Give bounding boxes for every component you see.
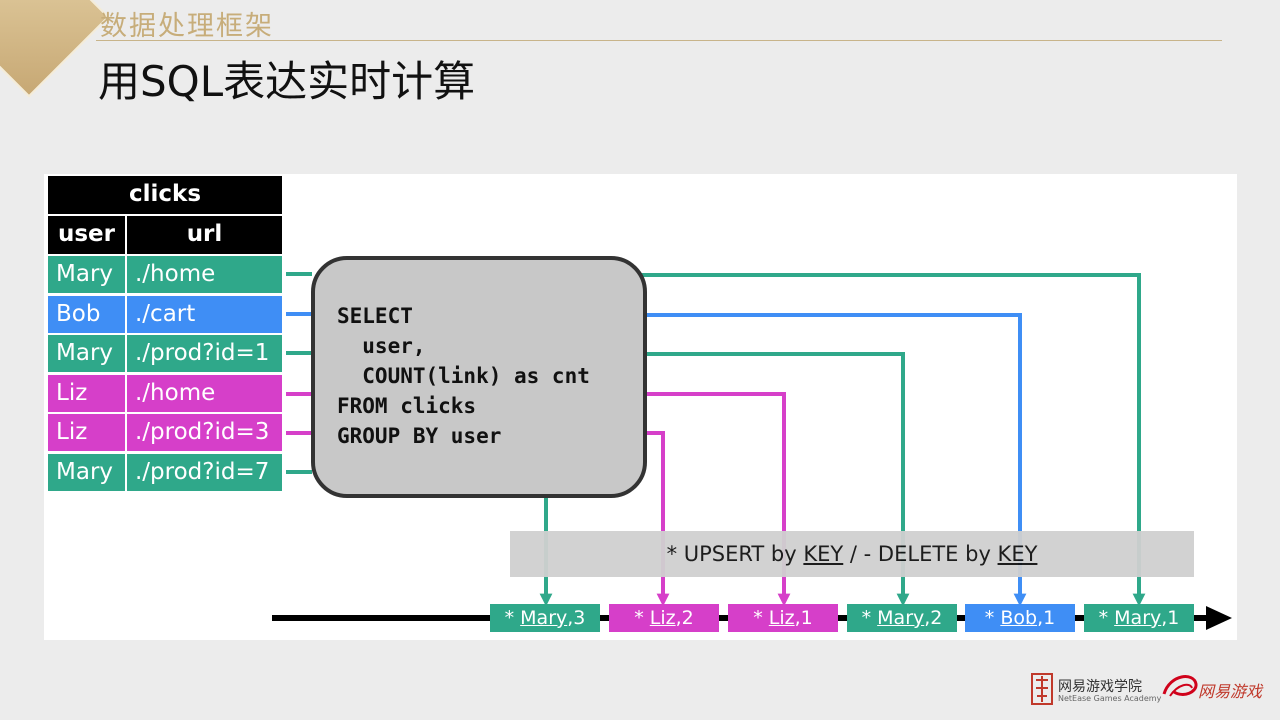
- table-cell-url: ./prod?id=1: [127, 335, 282, 373]
- brand-name: 网易游戏: [1198, 682, 1263, 701]
- slide-title: 用SQL表达实时计算: [98, 57, 476, 106]
- result-prefix: *: [984, 607, 1001, 629]
- table-cell-user: Liz: [48, 374, 125, 412]
- table-cell-user: Bob: [48, 295, 125, 333]
- result-box: * Liz,2: [609, 604, 719, 632]
- result-box: * Mary,1: [1084, 604, 1194, 632]
- table-cell-url: ./prod?id=7: [127, 454, 282, 491]
- result-value: ,3: [567, 607, 586, 629]
- result-prefix: *: [1098, 607, 1115, 629]
- result-prefix: *: [634, 607, 650, 629]
- table-cell-url: ./home: [127, 256, 282, 293]
- table-name-header: clicks: [48, 176, 282, 214]
- result-box: * Liz,1: [728, 604, 838, 632]
- sql-line: SELECT: [337, 304, 413, 328]
- sql-line: user,: [337, 334, 426, 358]
- section-subtitle: 数据处理框架: [100, 11, 274, 42]
- output-line-mary-1: [632, 273, 1146, 607]
- output-line-mary-2: [640, 352, 910, 607]
- academy-seal-icon: [1031, 673, 1053, 705]
- result-key: Liz: [649, 607, 676, 629]
- column-header-url: url: [127, 216, 282, 254]
- result-key: Liz: [768, 607, 795, 629]
- result-value: ,2: [924, 607, 943, 629]
- banner-key-1: KEY: [803, 542, 844, 566]
- result-key: Mary: [877, 607, 925, 629]
- table-cell-url: ./prod?id=3: [127, 414, 282, 452]
- result-box: * Mary,2: [847, 604, 957, 632]
- result-prefix: *: [753, 607, 769, 629]
- academy-name: 网易游戏学院: [1058, 679, 1142, 695]
- result-key: Bob: [1000, 607, 1038, 629]
- result-value: ,1: [794, 607, 813, 629]
- table-cell-user: Liz: [48, 414, 125, 452]
- upsert-delete-banner: * UPSERT by KEY / - DELETE by KEY: [510, 531, 1194, 577]
- table-cell-url: ./cart: [127, 295, 282, 333]
- column-header-user: user: [48, 216, 125, 254]
- netease-swirl-icon: [1162, 675, 1198, 697]
- result-key: Mary: [520, 607, 568, 629]
- result-key: Mary: [1114, 607, 1162, 629]
- result-value: ,2: [675, 607, 694, 629]
- sql-line: FROM clicks: [337, 394, 477, 418]
- header-rule: [96, 40, 1222, 41]
- banner-key-2: KEY: [997, 542, 1038, 566]
- table-cell-user: Mary: [48, 256, 125, 293]
- result-value: ,1: [1037, 607, 1056, 629]
- result-box: * Mary,3: [490, 604, 600, 632]
- banner-prefix: * UPSERT by: [666, 542, 804, 566]
- result-prefix: *: [861, 607, 878, 629]
- result-prefix: *: [504, 607, 521, 629]
- sql-query-box: SELECT user, COUNT(link) as cnt FROM cli…: [311, 256, 647, 498]
- sql-line: COUNT(link) as cnt: [337, 364, 590, 388]
- result-value: ,1: [1161, 607, 1180, 629]
- table-cell-url: ./home: [127, 374, 282, 412]
- academy-name-en: NetEase Games Academy: [1058, 694, 1162, 703]
- result-box: * Bob,1: [965, 604, 1075, 632]
- banner-middle: / - DELETE by: [843, 542, 998, 566]
- timeline-arrowhead: [1206, 606, 1232, 630]
- sql-line: GROUP BY user: [337, 424, 502, 448]
- table-cell-user: Mary: [48, 335, 125, 373]
- output-line-bob-1: [640, 313, 1027, 607]
- table-cell-user: Mary: [48, 454, 125, 491]
